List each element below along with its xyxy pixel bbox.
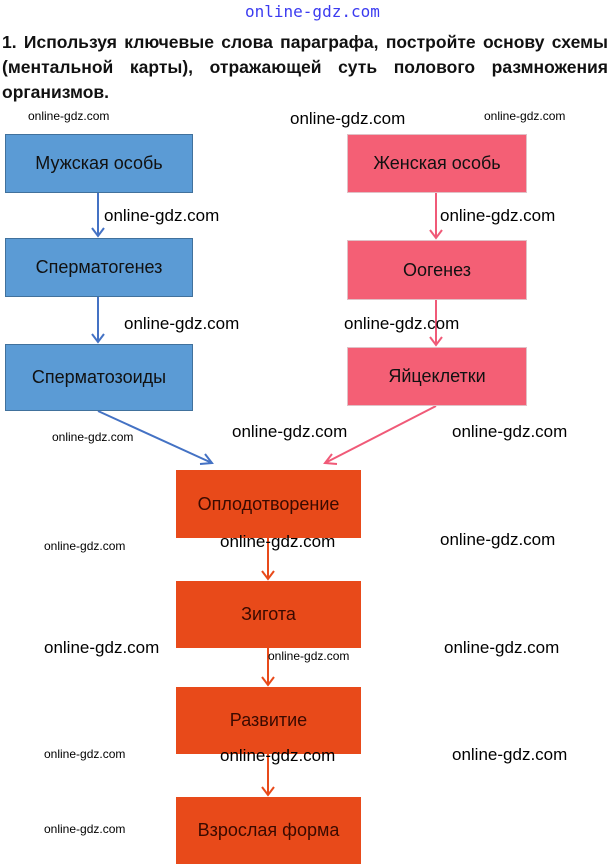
arrow-common-1 [261, 538, 275, 581]
box-fertilization: Оплодотворение [176, 470, 361, 538]
box-adult-form: Взрослая форма [176, 797, 361, 864]
watermark: online-gdz.com [344, 314, 460, 333]
task-title: 1. Используя ключевые слова параграфа, п… [2, 32, 608, 102]
arrow-common-2 [261, 648, 275, 687]
box-female-individual: Женская особь [347, 134, 527, 193]
female-arrows [323, 193, 443, 465]
watermark: online-gdz.com [452, 422, 568, 441]
watermark: online-gdz.com [44, 747, 126, 761]
header-watermark: online-gdz.com [245, 2, 380, 21]
watermark: online-gdz.com [52, 430, 134, 444]
box-oogenesis: Оогенез [347, 240, 527, 300]
box-zygote: Зигота [176, 581, 361, 648]
watermark: online-gdz.com [232, 422, 348, 441]
arrow-male-to-fertilization [97, 410, 214, 465]
arrow-male-1 [91, 193, 105, 238]
watermark: online-gdz.com [444, 638, 560, 657]
watermark: online-gdz.com [220, 532, 336, 551]
watermark: online-gdz.com [44, 539, 126, 553]
box-development: Развитие [176, 687, 361, 754]
arrow-common-3 [261, 754, 275, 797]
box-male-individual: Мужская особь [5, 134, 193, 193]
male-arrows [91, 193, 214, 465]
arrow-female-to-fertilization [323, 405, 437, 465]
box-spermatogenesis: Сперматогенез [5, 238, 193, 297]
arrow-female-1 [429, 193, 443, 240]
watermark: online-gdz.com [290, 109, 406, 128]
watermark: online-gdz.com [440, 530, 556, 549]
watermark: online-gdz.com [44, 638, 160, 657]
watermark: online-gdz.com [484, 109, 566, 123]
arrow-female-2 [429, 300, 443, 347]
common-arrows [261, 538, 275, 797]
watermark: online-gdz.com [452, 745, 568, 764]
watermark: online-gdz.com [104, 206, 220, 225]
watermark: online-gdz.com [220, 746, 336, 765]
watermark: online-gdz.com [440, 206, 556, 225]
box-egg-cells: Яйцеклетки [347, 347, 527, 406]
watermark: online-gdz.com [124, 314, 240, 333]
watermark: online-gdz.com [44, 822, 126, 836]
arrow-male-2 [91, 297, 105, 344]
box-spermatozoa: Сперматозоиды [5, 344, 193, 411]
watermark: online-gdz.com [268, 649, 350, 663]
watermark: online-gdz.com [28, 109, 110, 123]
